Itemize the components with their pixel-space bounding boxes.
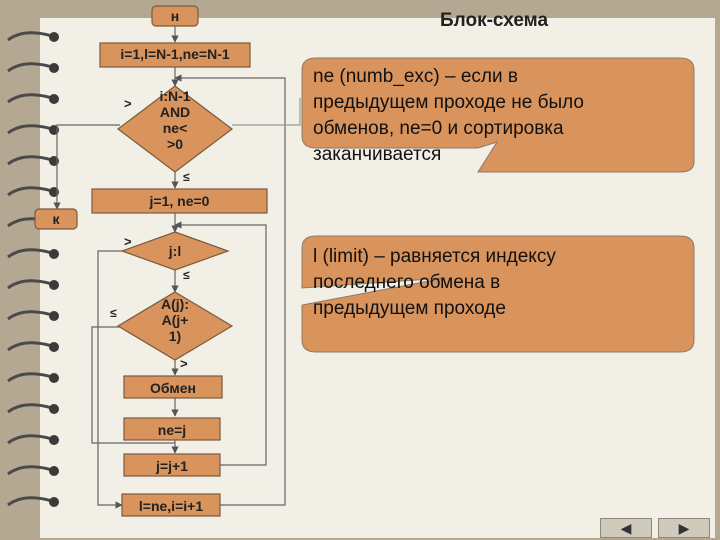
end-node — [34, 208, 78, 230]
start-node — [151, 5, 199, 27]
cond1-line: i:N-1 — [159, 88, 191, 104]
cond1-line: AND — [159, 104, 191, 120]
end-label: к — [52, 211, 60, 227]
binding-ring — [4, 433, 62, 447]
binding-ring — [4, 495, 62, 509]
binding-ring — [4, 247, 62, 261]
cond3-le-label: ≤ — [110, 306, 117, 320]
triangle-left-icon: ◀ — [620, 519, 632, 536]
swap-block — [123, 375, 223, 399]
init-label: i=1,l=N-1,ne=N-1 — [120, 46, 230, 62]
final-block — [121, 493, 221, 517]
callout-ne-line: заканчивается — [313, 144, 442, 165]
callout-l-text: l (limit) – равняется индексу последнего … — [313, 244, 556, 322]
inc-block — [123, 453, 221, 477]
ne-block — [123, 417, 221, 441]
edge-cond3-skip — [91, 326, 175, 444]
callout-ne — [301, 57, 695, 173]
ne-label: ne=j — [157, 422, 187, 438]
cond2-le-label: ≤ — [183, 268, 190, 282]
callout-l-line: предыдущем проходе — [313, 298, 506, 319]
inc-label: j=j+1 — [156, 458, 188, 474]
prev-button[interactable]: ◀ — [600, 518, 652, 538]
start-label: н — [170, 8, 180, 24]
cond3-line: 1) — [168, 328, 182, 344]
inner-init-block — [91, 188, 268, 214]
callout-ne-line: ne (numb_exc) – если в — [313, 66, 518, 87]
init-block — [99, 42, 251, 68]
callout-ne-text: ne (numb_exc) – если в предыдущем проходе… — [313, 64, 584, 168]
binding-ring — [4, 30, 62, 44]
cond2-diamond — [120, 231, 230, 271]
callout-ne-line: обменов, ne=0 и сортировка — [313, 118, 564, 139]
binding-ring — [4, 402, 62, 416]
cond2-gt-label: > — [124, 234, 132, 249]
cond1-gt-label: > — [124, 96, 132, 111]
edge-inc-loop — [174, 221, 267, 466]
binding-ring — [4, 371, 62, 385]
edge-cond2-final — [97, 250, 123, 509]
callout-l-line: l (limit) – равняется индексу — [313, 246, 556, 267]
binding-ring — [4, 278, 62, 292]
cond1-le-label: ≤ — [183, 170, 190, 184]
cond1-diamond — [117, 85, 233, 173]
cond3-label: A(j):A(j+1) — [135, 296, 215, 344]
cond3-line: A(j+ — [161, 312, 189, 328]
binding-ring — [4, 309, 62, 323]
cond3-line: A(j): — [161, 296, 189, 312]
triangle-right-icon: ▶ — [678, 519, 690, 536]
swap-label: Обмен — [150, 380, 196, 396]
cond1-line: ne< — [162, 120, 188, 136]
edge-final-loop — [174, 74, 286, 506]
cond1-line: >0 — [167, 136, 183, 152]
cond2-label: j:l — [168, 243, 182, 259]
binding-ring — [4, 464, 62, 478]
inner-init-label: j=1, ne=0 — [149, 193, 210, 209]
cond3-gt-label: > — [180, 356, 188, 371]
callout-ne-line: предыдущем проходе не было — [313, 92, 584, 113]
binding-ring — [4, 340, 62, 354]
binding-ring — [4, 61, 62, 75]
callout-l-line: последнего обмена в — [313, 272, 501, 293]
callout-pointer-ne — [232, 98, 301, 126]
final-label: l=ne,i=i+1 — [138, 498, 204, 514]
cond3-diamond — [116, 291, 234, 361]
edge-cond1-end — [53, 124, 120, 210]
next-button[interactable]: ▶ — [658, 518, 710, 538]
binding-ring — [4, 92, 62, 106]
slide-title: Блок-схема — [440, 10, 549, 31]
callout-l — [301, 235, 695, 353]
